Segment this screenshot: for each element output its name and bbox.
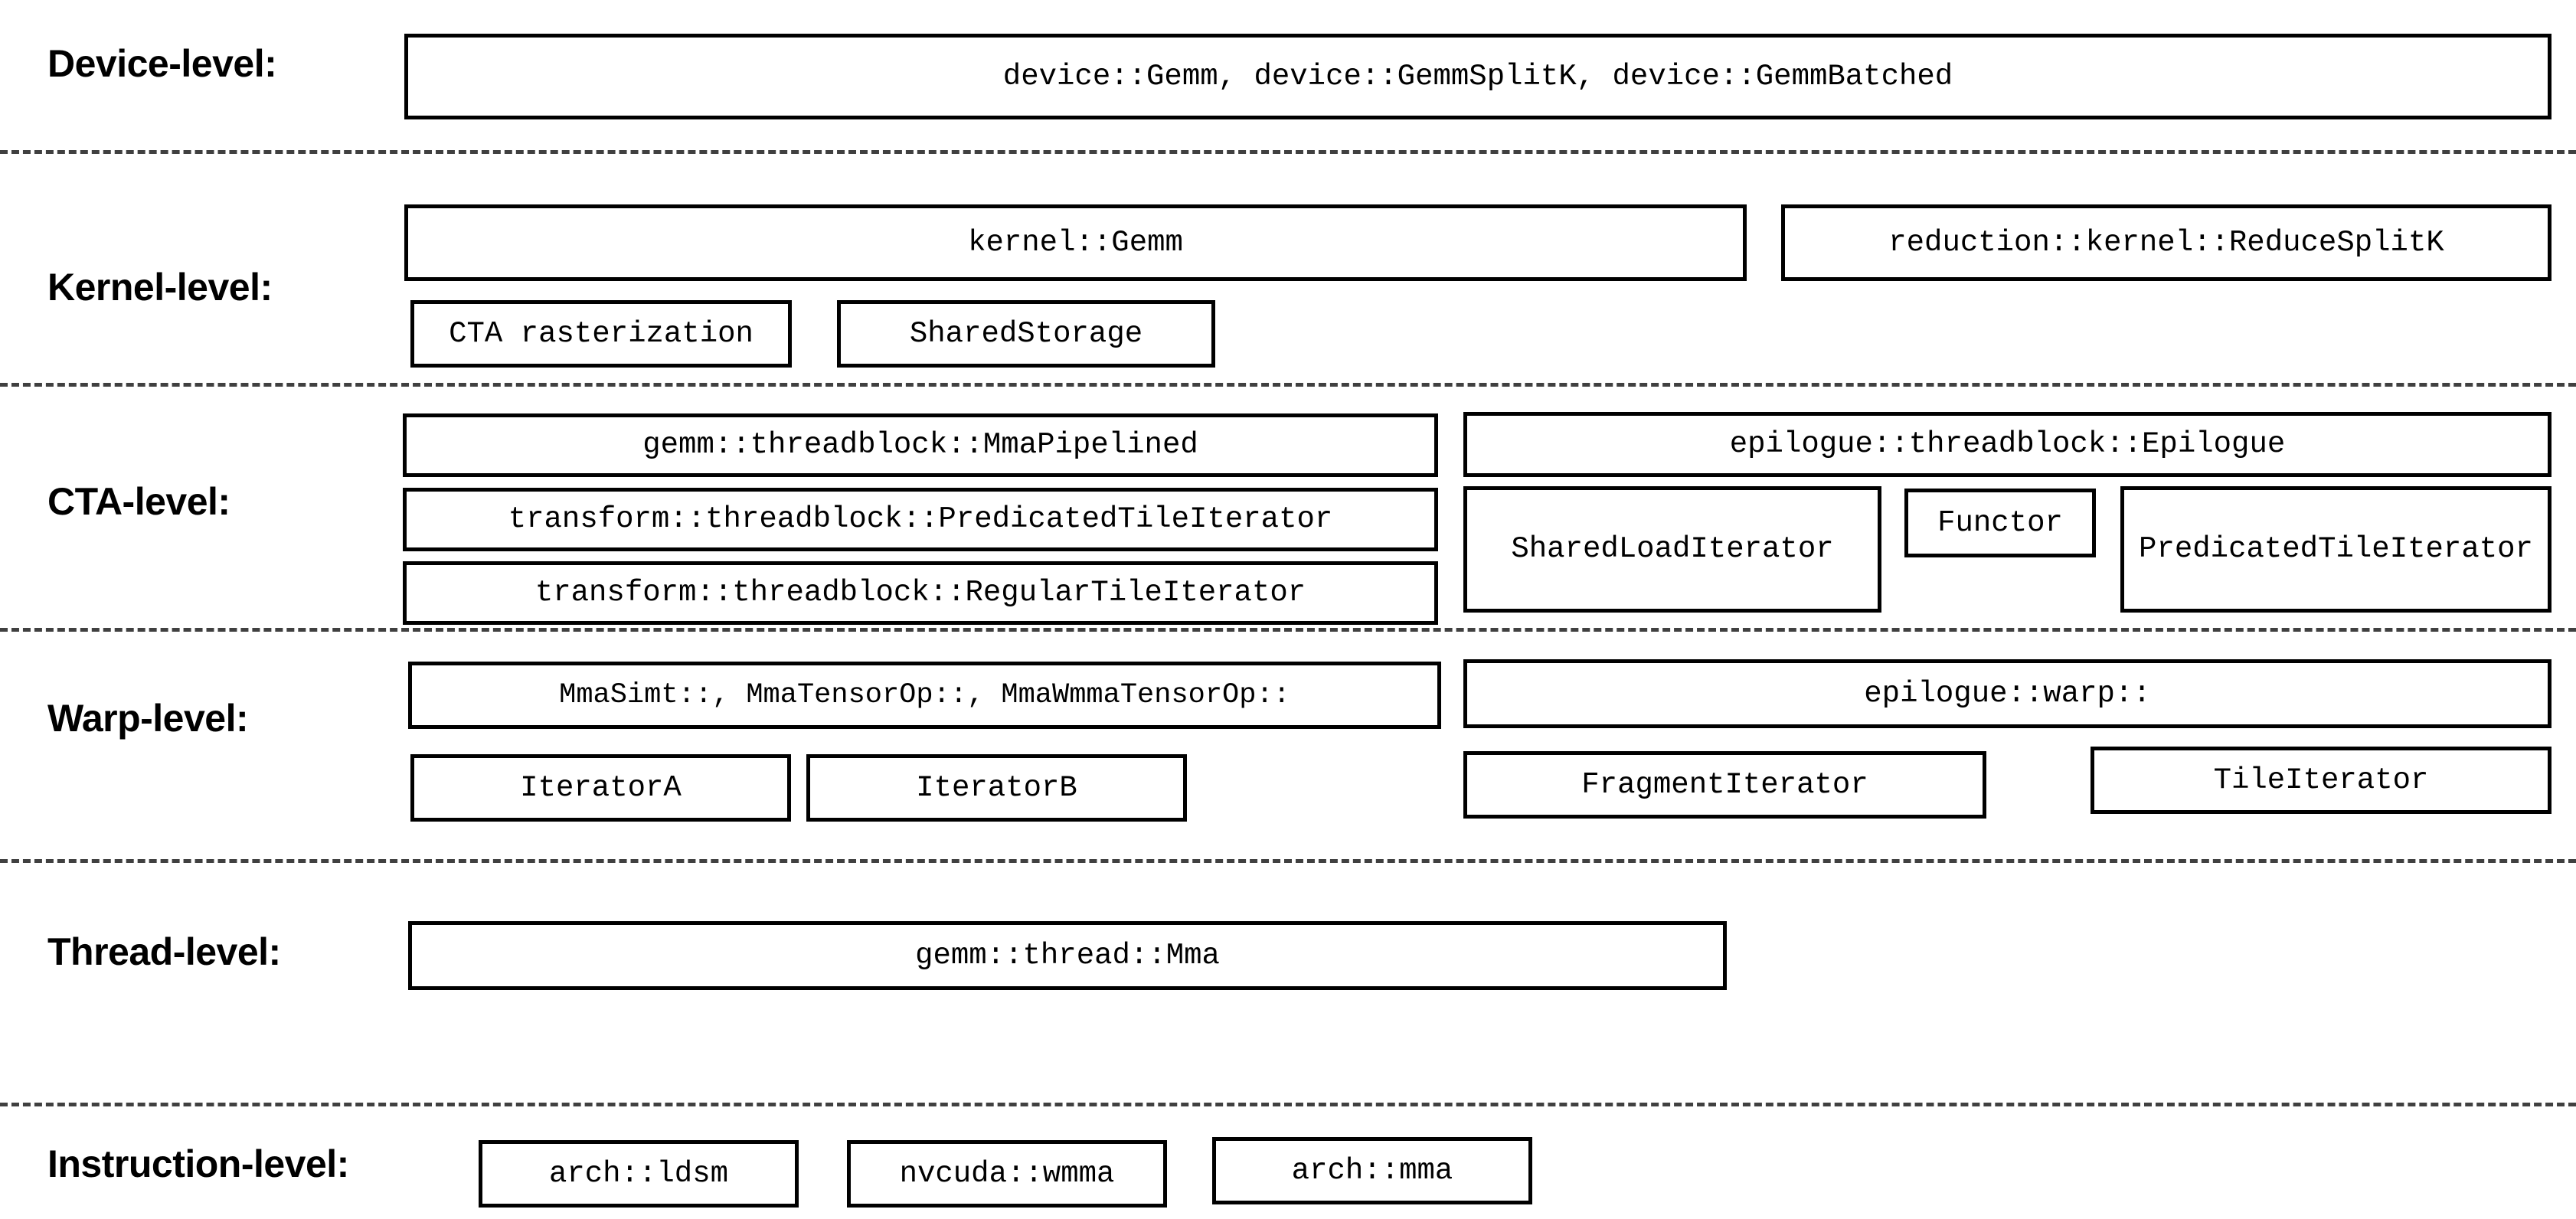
separator-warp-thread bbox=[0, 859, 2576, 863]
box-functor-label: Functor bbox=[1937, 505, 2063, 540]
box-epilogue-threadblock-epilogue-label: epilogue::threadblock::Epilogue bbox=[1729, 427, 2286, 461]
box-cta-rasterization[interactable]: CTA rasterization bbox=[410, 300, 792, 368]
box-tile-iterator[interactable]: TileIterator bbox=[2091, 747, 2551, 814]
box-fragment-iterator-label: FragmentIterator bbox=[1581, 767, 1868, 802]
box-warp-mma-ops[interactable]: MmaSimt::, MmaTensorOp::, MmaWmmaTensorO… bbox=[408, 662, 1441, 729]
box-gemm-thread-mma-label: gemm::thread::Mma bbox=[915, 938, 1220, 972]
box-transform-threadblock-regulartileiterator-label: transform::threadblock::RegularTileItera… bbox=[534, 576, 1306, 610]
box-nvcuda-wmma-label: nvcuda::wmma bbox=[899, 1156, 1115, 1191]
box-fragment-iterator[interactable]: FragmentIterator bbox=[1463, 751, 1986, 819]
row-label-thread-level: Thread-level: bbox=[47, 930, 281, 973]
box-transform-threadblock-regulartileiterator[interactable]: transform::threadblock::RegularTileItera… bbox=[403, 561, 1438, 625]
row-label-instruction-level: Instruction-level: bbox=[47, 1142, 349, 1185]
box-device-gemm-label: device::Gemm, device::GemmSplitK, device… bbox=[1002, 59, 1953, 93]
box-gemm-threadblock-mmapipelined-label: gemm::threadblock::MmaPipelined bbox=[642, 428, 1198, 462]
box-iterator-a-label: IteratorA bbox=[520, 770, 682, 805]
box-transform-threadblock-predicatedtileiterator[interactable]: transform::threadblock::PredicatedTileIt… bbox=[403, 488, 1438, 551]
separator-thread-instruction bbox=[0, 1103, 2576, 1106]
box-epilogue-threadblock-epilogue[interactable]: epilogue::threadblock::Epilogue bbox=[1463, 412, 2551, 477]
separator-cta-warp bbox=[0, 628, 2576, 632]
box-shared-load-iterator-label: SharedLoadIterator bbox=[1511, 532, 1834, 566]
box-reduction-reduce-splitk-label: reduction::kernel::ReduceSplitK bbox=[1888, 225, 2444, 260]
box-arch-ldsm-label: arch::ldsm bbox=[548, 1156, 729, 1191]
box-reduction-reduce-splitk[interactable]: reduction::kernel::ReduceSplitK bbox=[1781, 204, 2551, 281]
box-warp-mma-ops-label: MmaSimt::, MmaTensorOp::, MmaWmmaTensorO… bbox=[559, 678, 1290, 711]
box-gemm-thread-mma[interactable]: gemm::thread::Mma bbox=[408, 921, 1727, 990]
row-label-warp-level: Warp-level: bbox=[47, 697, 249, 740]
box-iterator-b[interactable]: IteratorB bbox=[806, 754, 1187, 822]
box-arch-ldsm[interactable]: arch::ldsm bbox=[479, 1140, 799, 1208]
box-gemm-threadblock-mmapipelined[interactable]: gemm::threadblock::MmaPipelined bbox=[403, 413, 1438, 477]
box-predicated-tile-iterator-label: PredicatedTileIterator bbox=[2139, 532, 2533, 566]
box-device-gemm[interactable]: device::Gemm, device::GemmSplitK, device… bbox=[404, 34, 2551, 119]
box-nvcuda-wmma[interactable]: nvcuda::wmma bbox=[847, 1140, 1167, 1208]
box-arch-mma-label: arch::mma bbox=[1291, 1153, 1453, 1188]
box-epilogue-warp[interactable]: epilogue::warp:: bbox=[1463, 659, 2551, 728]
box-shared-storage[interactable]: SharedStorage bbox=[837, 300, 1215, 368]
box-kernel-gemm[interactable]: kernel::Gemm bbox=[404, 204, 1747, 281]
separator-kernel-cta bbox=[0, 383, 2576, 387]
box-shared-load-iterator[interactable]: SharedLoadIterator bbox=[1463, 486, 1881, 613]
box-cta-rasterization-label: CTA rasterization bbox=[449, 316, 754, 351]
row-label-cta-level: CTA-level: bbox=[47, 480, 230, 523]
box-iterator-b-label: IteratorB bbox=[916, 770, 1077, 805]
box-iterator-a[interactable]: IteratorA bbox=[410, 754, 791, 822]
box-kernel-gemm-label: kernel::Gemm bbox=[968, 225, 1183, 260]
row-label-kernel-level: Kernel-level: bbox=[47, 266, 273, 309]
box-shared-storage-label: SharedStorage bbox=[909, 316, 1143, 351]
box-transform-threadblock-predicatedtileiterator-label: transform::threadblock::PredicatedTileIt… bbox=[508, 502, 1333, 536]
box-tile-iterator-label: TileIterator bbox=[2213, 763, 2429, 797]
box-predicated-tile-iterator[interactable]: PredicatedTileIterator bbox=[2120, 486, 2551, 613]
separator-device-kernel bbox=[0, 150, 2576, 154]
row-label-device-level: Device-level: bbox=[47, 42, 277, 85]
box-functor[interactable]: Functor bbox=[1904, 489, 2096, 557]
box-arch-mma[interactable]: arch::mma bbox=[1212, 1137, 1532, 1204]
box-epilogue-warp-label: epilogue::warp:: bbox=[1864, 676, 2151, 711]
